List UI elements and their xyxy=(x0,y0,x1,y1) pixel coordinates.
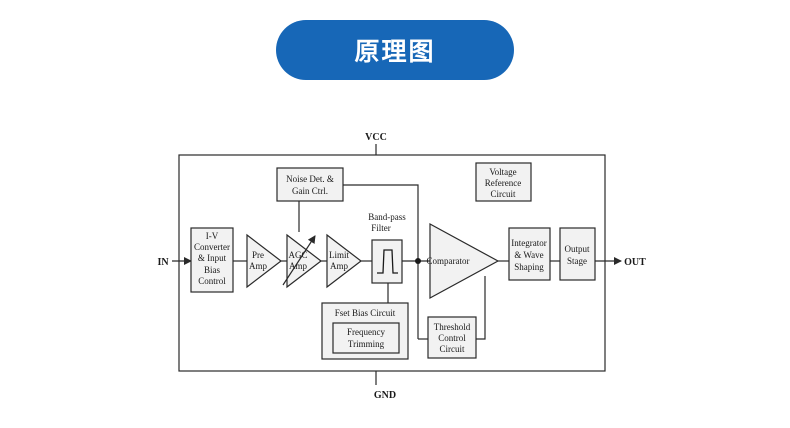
freq-trimming-block xyxy=(332,322,400,354)
freq-trim-line-1: Frequency xyxy=(347,327,385,337)
iv-line-3: & Input xyxy=(198,253,227,263)
gnd-label: GND xyxy=(374,390,396,401)
vcc-label: VCC xyxy=(365,132,387,143)
freq-trim-line-2: Trimming xyxy=(348,339,385,349)
noise-det-block xyxy=(276,167,344,202)
iv-line-5: Control xyxy=(198,276,226,286)
output-stage-line-2: Stage xyxy=(567,256,587,266)
agc-amp-line-2: Amp xyxy=(289,261,308,271)
noise-det-line-1: Noise Det. & xyxy=(286,174,334,184)
band-pass-block xyxy=(371,239,403,284)
fset-bias-label: Fset Bias Circuit xyxy=(335,308,396,318)
pre-amp-line-1: Pre xyxy=(252,250,264,260)
pre-amp-triangle xyxy=(246,233,282,289)
threshold-block xyxy=(427,316,477,359)
threshold-line-1: Threshold xyxy=(434,322,471,332)
integrator-line-3: Shaping xyxy=(514,262,544,272)
band-pass-line-2: Filter xyxy=(371,223,391,233)
output-stage-block xyxy=(559,227,596,281)
voltage-ref-line-2: Reference xyxy=(485,178,521,188)
voltage-ref-line-3: Circuit xyxy=(491,189,516,199)
in-label: IN xyxy=(157,257,169,268)
integrator-line-1: Integrator xyxy=(511,238,546,248)
chip-boundary xyxy=(178,154,606,372)
iv-line-2: Converter xyxy=(194,242,230,252)
noise-det-line-2: Gain Ctrl. xyxy=(292,186,328,196)
agc-amp-line-1: AGC xyxy=(288,250,307,260)
band-pass-icon xyxy=(377,249,398,274)
integrator-line-2: & Wave xyxy=(514,250,543,260)
voltage-ref-line-1: Voltage xyxy=(489,167,516,177)
iv-line-1: I-V xyxy=(206,231,219,241)
iv-line-4: Bias xyxy=(204,265,220,275)
comparator-label: Comparator xyxy=(427,256,470,266)
limit-amp-line-2: Amp xyxy=(330,261,349,271)
integrator-block xyxy=(508,227,551,281)
banner-title: 原理图 xyxy=(354,37,436,66)
output-stage-line-1: Output xyxy=(564,244,590,254)
threshold-line-2: Control xyxy=(438,333,466,343)
agc-gain-arrow xyxy=(282,235,316,286)
agc-amp-triangle xyxy=(286,233,322,289)
limit-amp-line-1: Limit xyxy=(329,250,349,260)
band-pass-line-1: Band-pass xyxy=(368,212,406,222)
voltage-ref-block xyxy=(475,162,532,202)
limit-amp-triangle xyxy=(326,233,362,289)
title-banner: 原理图 xyxy=(276,20,514,80)
comparator-triangle xyxy=(429,222,500,300)
junction-node xyxy=(415,258,421,264)
threshold-line-3: Circuit xyxy=(440,344,465,354)
iv-converter-block xyxy=(190,227,234,293)
out-label: OUT xyxy=(624,257,646,268)
pre-amp-line-2: Amp xyxy=(249,261,268,271)
